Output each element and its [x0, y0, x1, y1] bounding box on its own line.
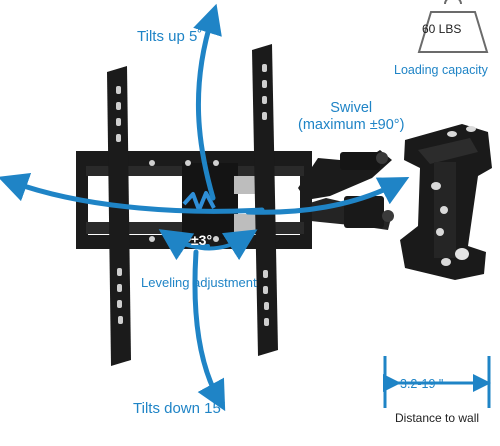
- swivel-arrow-left: [0, 172, 265, 214]
- swivel-label: Swivel (maximum ±90°): [298, 100, 404, 133]
- tilt-down-label: Tilts down 15˚: [133, 400, 226, 417]
- leveling-arrows: [158, 229, 258, 261]
- leveling-adjustment-label: Leveling adjustment: [141, 275, 257, 290]
- tilt-up-label: Tilts up 5˚: [137, 28, 203, 45]
- wall-plate: [400, 124, 492, 280]
- tilt-down-arrow: [192, 249, 226, 412]
- left-vertical-rail: [107, 66, 131, 366]
- articulating-arm: [298, 150, 394, 230]
- leveling-range-label: ±3°: [191, 232, 213, 248]
- distance-value: 3.2-19 ": [400, 377, 444, 391]
- tilt-up-arrow: [193, 3, 222, 201]
- swivel-label-line2: (maximum ±90°): [298, 116, 405, 133]
- distance-diagram: [383, 356, 491, 408]
- right-vertical-rail: [252, 44, 278, 356]
- loading-capacity-label: Loading capacity: [394, 63, 488, 77]
- weight-value: 60 LBS: [422, 22, 462, 36]
- kettlebell-weight-icon: [417, 0, 489, 53]
- distance-to-wall-label: Distance to wall: [395, 411, 480, 425]
- swivel-arrow-right: [245, 177, 410, 215]
- swivel-label-line1: Swivel: [330, 100, 373, 116]
